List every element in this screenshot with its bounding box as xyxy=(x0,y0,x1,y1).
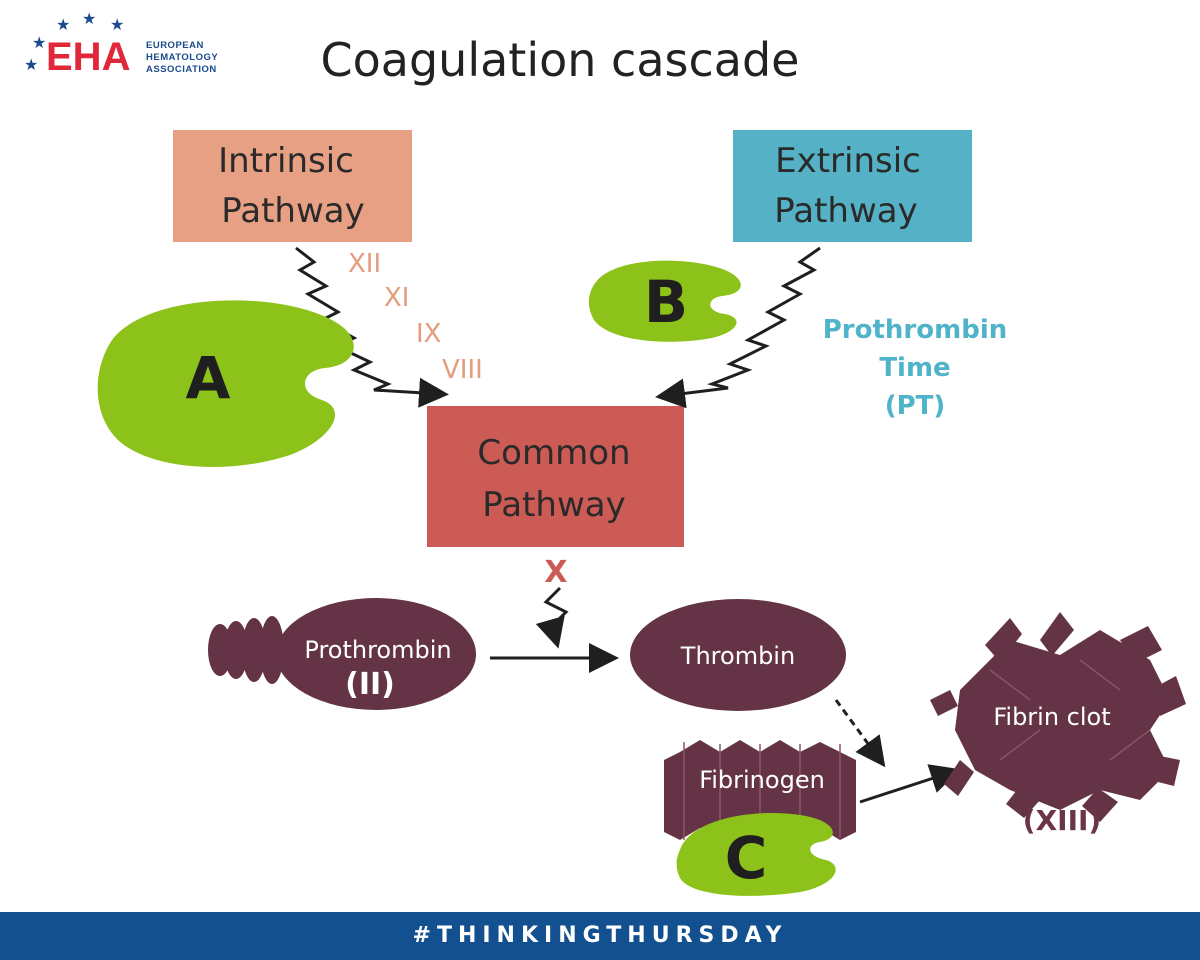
prothrombin-gla-domain-icon xyxy=(208,616,284,684)
factor-xi: XI xyxy=(384,283,409,313)
extrinsic-line-1: Extrinsic xyxy=(775,141,921,181)
block-mark-icon: X xyxy=(544,555,567,590)
blob-c: C xyxy=(676,813,836,896)
svg-text:★: ★ xyxy=(56,15,70,34)
prothrombin-label: Prothrombin xyxy=(304,636,451,664)
page-title: Coagulation cascade xyxy=(321,33,800,87)
blob-b-letter: B xyxy=(644,268,688,336)
fibrinogen-to-clot-arrow xyxy=(859,764,961,804)
blob-b: B xyxy=(588,260,741,342)
svg-text:★: ★ xyxy=(32,33,46,52)
svg-text:★: ★ xyxy=(24,55,38,74)
blob-a: A xyxy=(97,300,354,467)
blob-a-letter: A xyxy=(186,344,231,412)
intrinsic-pathway-box: Intrinsic Pathway xyxy=(173,130,412,242)
pt-line-3: (PT) xyxy=(885,391,946,421)
fibrinogen-label: Fibrinogen xyxy=(699,766,825,794)
common-line-2: Pathway xyxy=(482,485,625,525)
extrinsic-line-2: Pathway xyxy=(774,191,917,231)
common-line-1: Common xyxy=(477,433,630,473)
svg-text:★: ★ xyxy=(82,9,96,28)
factor-ix: IX xyxy=(416,319,441,349)
prothrombin-molecule: Prothrombin (II) xyxy=(208,598,476,710)
footer-hashtag: #THINKINGTHURSDAY xyxy=(412,923,788,948)
pt-line-1: Prothrombin xyxy=(823,315,1008,345)
blob-c-letter: C xyxy=(725,824,768,892)
logo-stars-icon: ★ ★ ★ ★ ★ xyxy=(24,9,124,74)
eha-logo: ★ ★ ★ ★ ★ EHA EUROPEAN HEMATOLOGY ASSOCI… xyxy=(24,9,218,79)
svg-text:★: ★ xyxy=(110,15,124,34)
intrinsic-line-2: Pathway xyxy=(221,191,364,231)
pt-line-2: Time xyxy=(879,353,950,383)
fibrin-clot: Fibrin clot xyxy=(930,612,1186,822)
factor-xiii: (XIII) xyxy=(1023,804,1101,837)
fibrinogen-molecule: Fibrinogen xyxy=(664,740,856,840)
common-pathway-box: Common Pathway xyxy=(427,406,684,547)
thrombin-molecule: Thrombin xyxy=(630,599,846,711)
intrinsic-line-1: Intrinsic xyxy=(218,141,354,181)
extrinsic-pathway-box: Extrinsic Pathway xyxy=(733,130,972,242)
logo-line-2: HEMATOLOGY xyxy=(146,52,218,63)
factor-xii: XII xyxy=(348,249,381,279)
logo-line-1: EUROPEAN xyxy=(146,40,204,51)
prothrombin-time-label: Prothrombin Time (PT) xyxy=(823,315,1008,421)
thrombin-to-clot-dashed-arrow xyxy=(834,699,886,768)
prothrombin-factor: (II) xyxy=(345,667,395,702)
factor-viii: VIII xyxy=(442,355,483,385)
extrinsic-to-common-arrow xyxy=(655,246,821,409)
logo-text: EHA xyxy=(46,35,130,79)
common-to-reaction-arrow xyxy=(535,586,569,649)
thrombin-label: Thrombin xyxy=(680,642,795,670)
logo-line-3: ASSOCIATION xyxy=(146,64,217,75)
footer-banner: #THINKINGTHURSDAY xyxy=(0,912,1200,960)
fibrin-clot-label: Fibrin clot xyxy=(993,703,1110,731)
